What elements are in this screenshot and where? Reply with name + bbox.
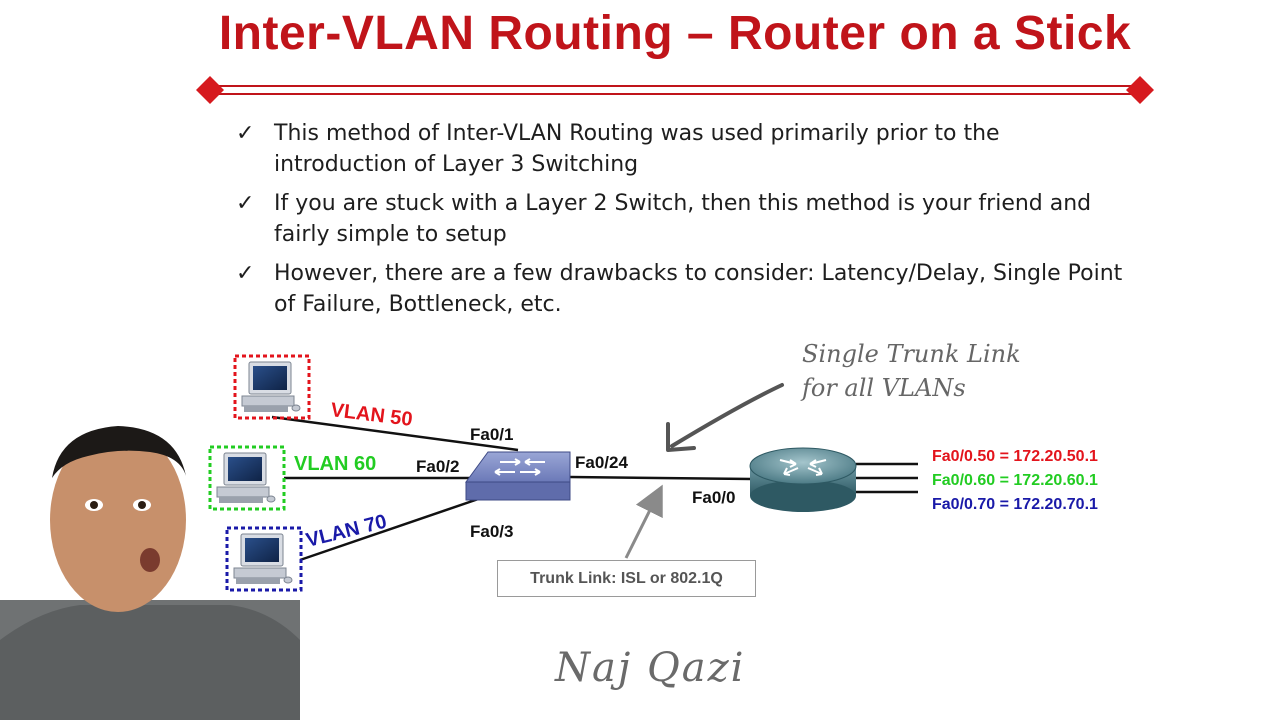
subif-50-label: Fa0/0.50 = 172.20.50.1: [932, 448, 1098, 465]
checkmark-icon: ✓: [236, 121, 255, 146]
pc-vlan60-icon: [208, 445, 286, 511]
presenter-video-overlay: [0, 426, 300, 720]
port-fa0-1-label: Fa0/1: [470, 425, 513, 444]
pc-vlan70-icon: [225, 526, 303, 592]
port-fa0-24-label: Fa0/24: [575, 453, 628, 472]
link-vlan70: [299, 493, 491, 562]
diamond-right-icon: [1126, 76, 1154, 104]
vlan60-label: VLAN 60: [294, 453, 376, 475]
port-fa0-3-label: Fa0/3: [470, 522, 513, 541]
slide-title: Inter-VLAN Routing – Router on a Stick: [218, 7, 1132, 60]
bullet-item: ✓ If you are stuck with a Layer 2 Switch…: [236, 188, 1136, 250]
annotation-line-2: for all VLANs: [800, 374, 966, 402]
port-fa0-2-label: Fa0/2: [416, 457, 459, 476]
subif-60-label: Fa0/0.60 = 172.20.60.1: [932, 472, 1098, 489]
router-icon: [749, 447, 857, 512]
annotation-line-1: Single Trunk Link: [802, 340, 1021, 368]
title-divider: [196, 76, 1154, 104]
diamond-left-icon: [196, 76, 224, 104]
link-vlan50: [271, 415, 519, 452]
trunk-link: [569, 475, 753, 481]
annotation-arrow-icon: [670, 383, 784, 448]
trunk-link-callout: Trunk Link: ISL or 802.1Q: [497, 560, 756, 597]
bullet-item: ✓ However, there are a few drawbacks to …: [236, 258, 1136, 320]
bullet-text: If you are stuck with a Layer 2 Switch, …: [274, 191, 1092, 247]
checkmark-icon: ✓: [236, 191, 255, 216]
subif-70-label: Fa0/0.70 = 172.20.70.1: [932, 496, 1098, 513]
pc-vlan50-icon: [233, 354, 311, 420]
author-signature: Naj Qazi: [555, 645, 746, 691]
bullet-item: ✓ This method of Inter-VLAN Routing was …: [236, 118, 1136, 180]
port-fa0-0-label: Fa0/0: [692, 488, 735, 507]
checkmark-icon: ✓: [236, 261, 255, 286]
vlan70-label: VLAN 70: [304, 511, 389, 552]
trunk-callout-arrow-icon: [624, 484, 663, 559]
switch-icon: [465, 451, 571, 501]
bullet-text: This method of Inter-VLAN Routing was us…: [274, 121, 1000, 177]
annotation-arrowhead-icon: [666, 422, 696, 452]
bullet-text: However, there are a few drawbacks to co…: [274, 261, 1123, 317]
bullet-list: ✓ This method of Inter-VLAN Routing was …: [236, 118, 1136, 328]
